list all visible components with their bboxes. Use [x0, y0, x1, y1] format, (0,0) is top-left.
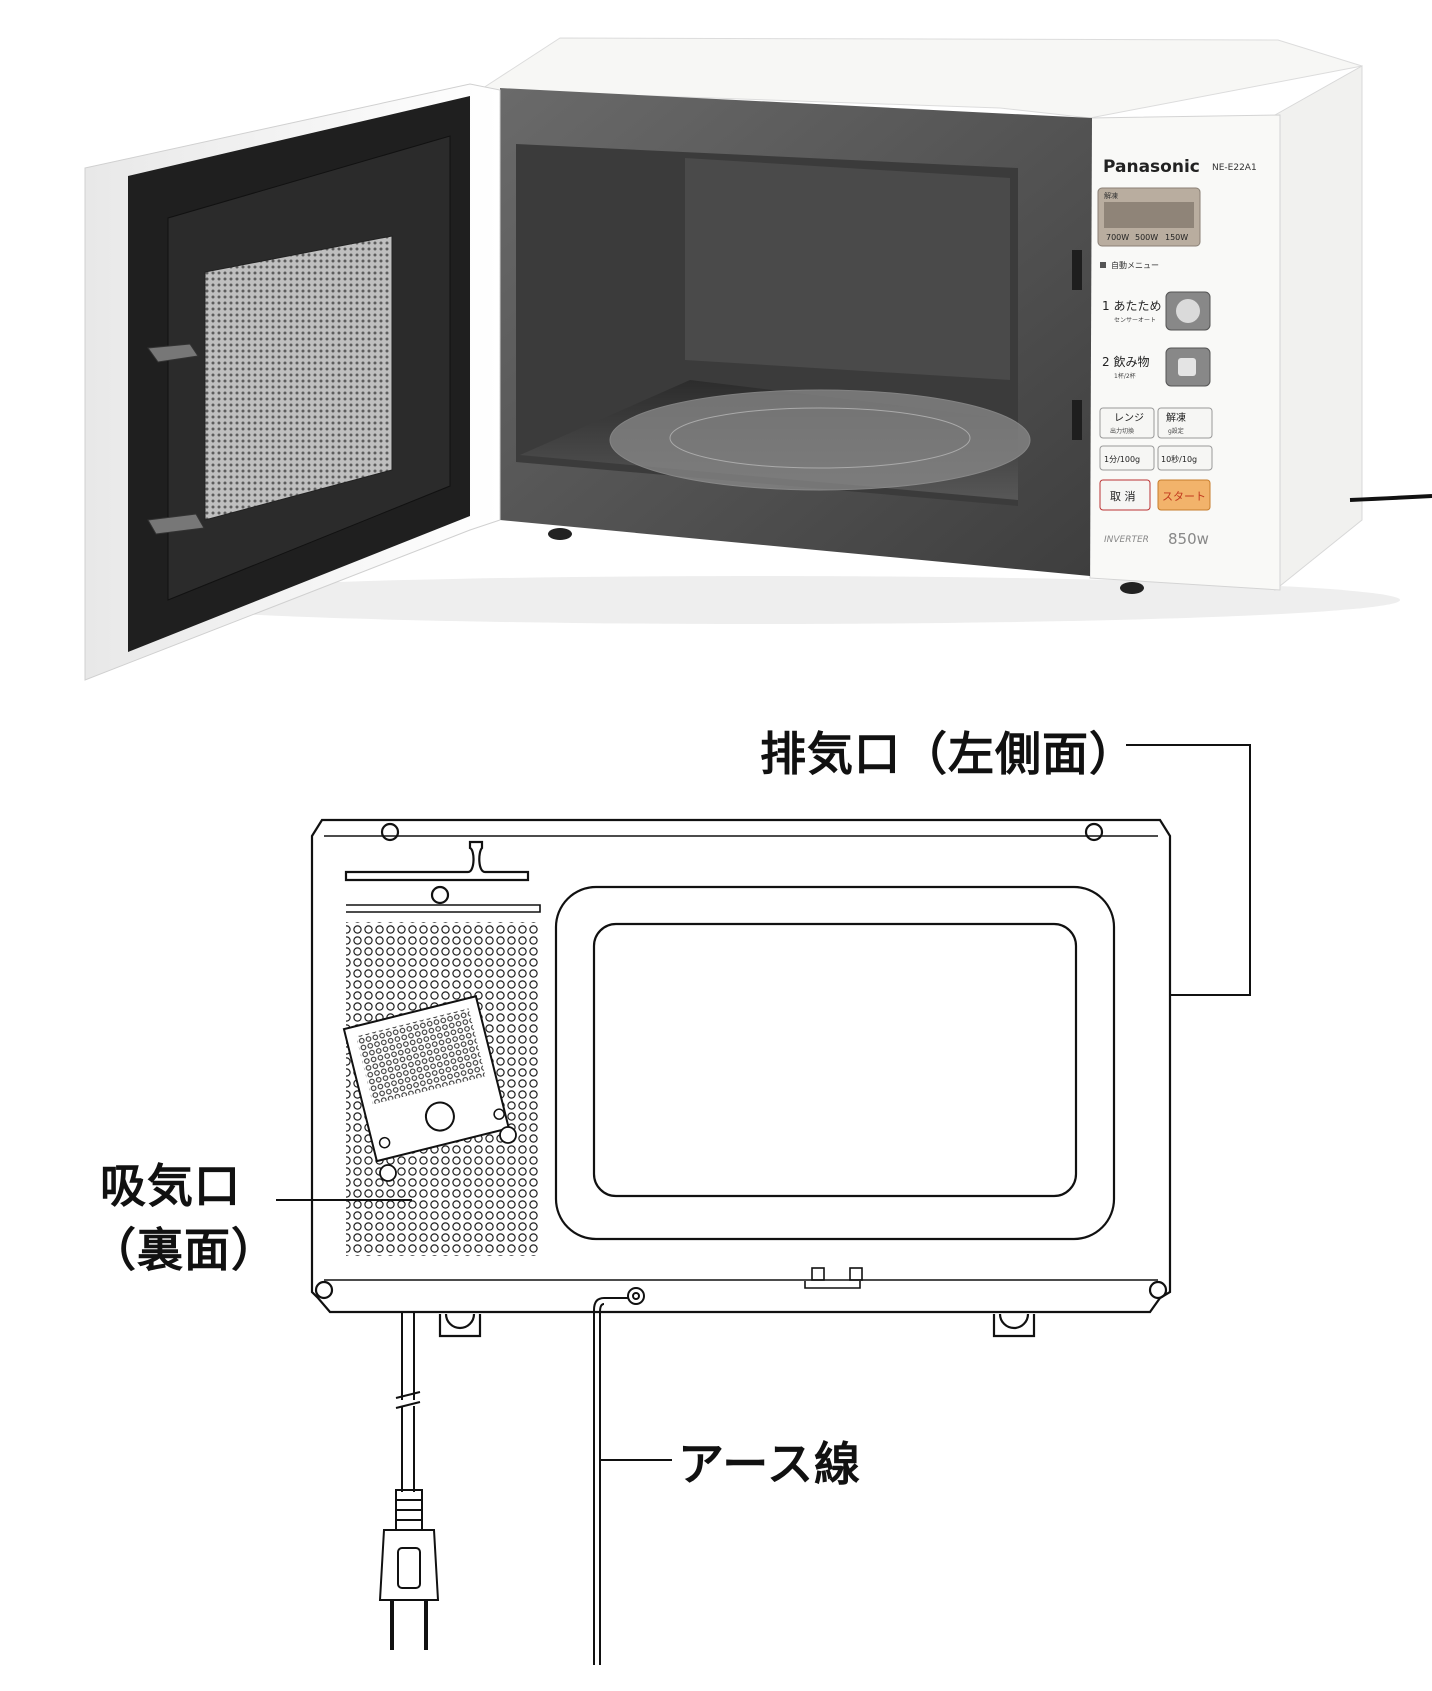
inverter-logo: INVERTER [1104, 535, 1149, 545]
door-hinge-top [147, 343, 199, 363]
auto-menu-heading: 自動メニュー [1111, 260, 1159, 270]
body-right-side [1274, 65, 1363, 592]
panel-text: レンジ [1114, 413, 1144, 424]
thaw-button[interactable] [1157, 407, 1213, 439]
panel-text: 10秒/10g [1161, 454, 1197, 464]
hanger-tab [344, 840, 530, 882]
panel-text: 1分/100g [1104, 455, 1140, 464]
panel-text: 出力切換 [1110, 427, 1134, 435]
menu1-label: 1 あたため [1102, 299, 1161, 313]
intake-label-line2: （裏面） [90, 1223, 278, 1277]
exhaust-label: 排気口（左側面） [760, 727, 1136, 781]
plug-prong [390, 1600, 428, 1650]
screw [314, 1280, 334, 1300]
plug-body [378, 1529, 440, 1601]
cavity-back [685, 158, 1010, 380]
rear-panel-outline [310, 818, 1172, 1314]
reheat-icon [1176, 299, 1200, 323]
door-hinge-bottom [147, 513, 205, 535]
panel-text: スタート [1162, 490, 1206, 503]
display-power-700: 700W [1106, 233, 1129, 242]
foot [548, 528, 572, 540]
display-thaw: 解凍 [1104, 191, 1118, 200]
brand-logo: Panasonic [1103, 157, 1200, 177]
cancel-button[interactable] [1099, 479, 1151, 511]
panel-text: g設定 [1168, 427, 1184, 435]
foot [438, 1313, 482, 1338]
floor-shadow [120, 576, 1400, 624]
cup-icon [1178, 358, 1196, 376]
turntable [609, 389, 1031, 491]
foot [992, 1313, 1036, 1338]
intake-label-line1: 吸気口 [100, 1159, 241, 1213]
screw [1084, 822, 1104, 842]
door-latch-slot [1072, 250, 1082, 290]
menu2-sub: 1杯/2杯 [1114, 372, 1136, 380]
cavity-outline-outer [554, 885, 1116, 1241]
panel-text: 取 消 [1110, 489, 1136, 503]
door-mesh-window [204, 235, 393, 521]
menu1-sub: センサーオート [1114, 317, 1156, 324]
cavity-outline-inner [592, 922, 1078, 1198]
ground-screw [627, 1287, 645, 1305]
power-cable [1349, 494, 1432, 502]
screw [1148, 1280, 1168, 1300]
panel-text: 解凍 [1166, 411, 1186, 424]
screw [380, 822, 400, 842]
power-cord [395, 1312, 421, 1492]
microwave-photo: Panasonic NE-E22A1 解凍 700W 500W 150W 自動メ… [84, 37, 1432, 681]
ten-second-button[interactable] [1157, 445, 1213, 471]
foot [1120, 582, 1144, 594]
one-minute-button[interactable] [1099, 445, 1155, 471]
range-button[interactable] [1099, 407, 1155, 439]
exhaust-leader [1126, 744, 1251, 996]
ground-wire-label: アース線 [678, 1437, 861, 1491]
display-power-500: 500W [1135, 233, 1158, 242]
display-power-150: 150W [1165, 233, 1188, 242]
start-button[interactable] [1157, 479, 1211, 511]
menu2-label: 2 飲み物 [1102, 354, 1149, 369]
model-number: NE-E22A1 [1212, 163, 1257, 173]
wattage-label: 850w [1168, 530, 1209, 548]
rear-view-diagram [276, 744, 1251, 1665]
ground-wire [593, 1297, 628, 1665]
